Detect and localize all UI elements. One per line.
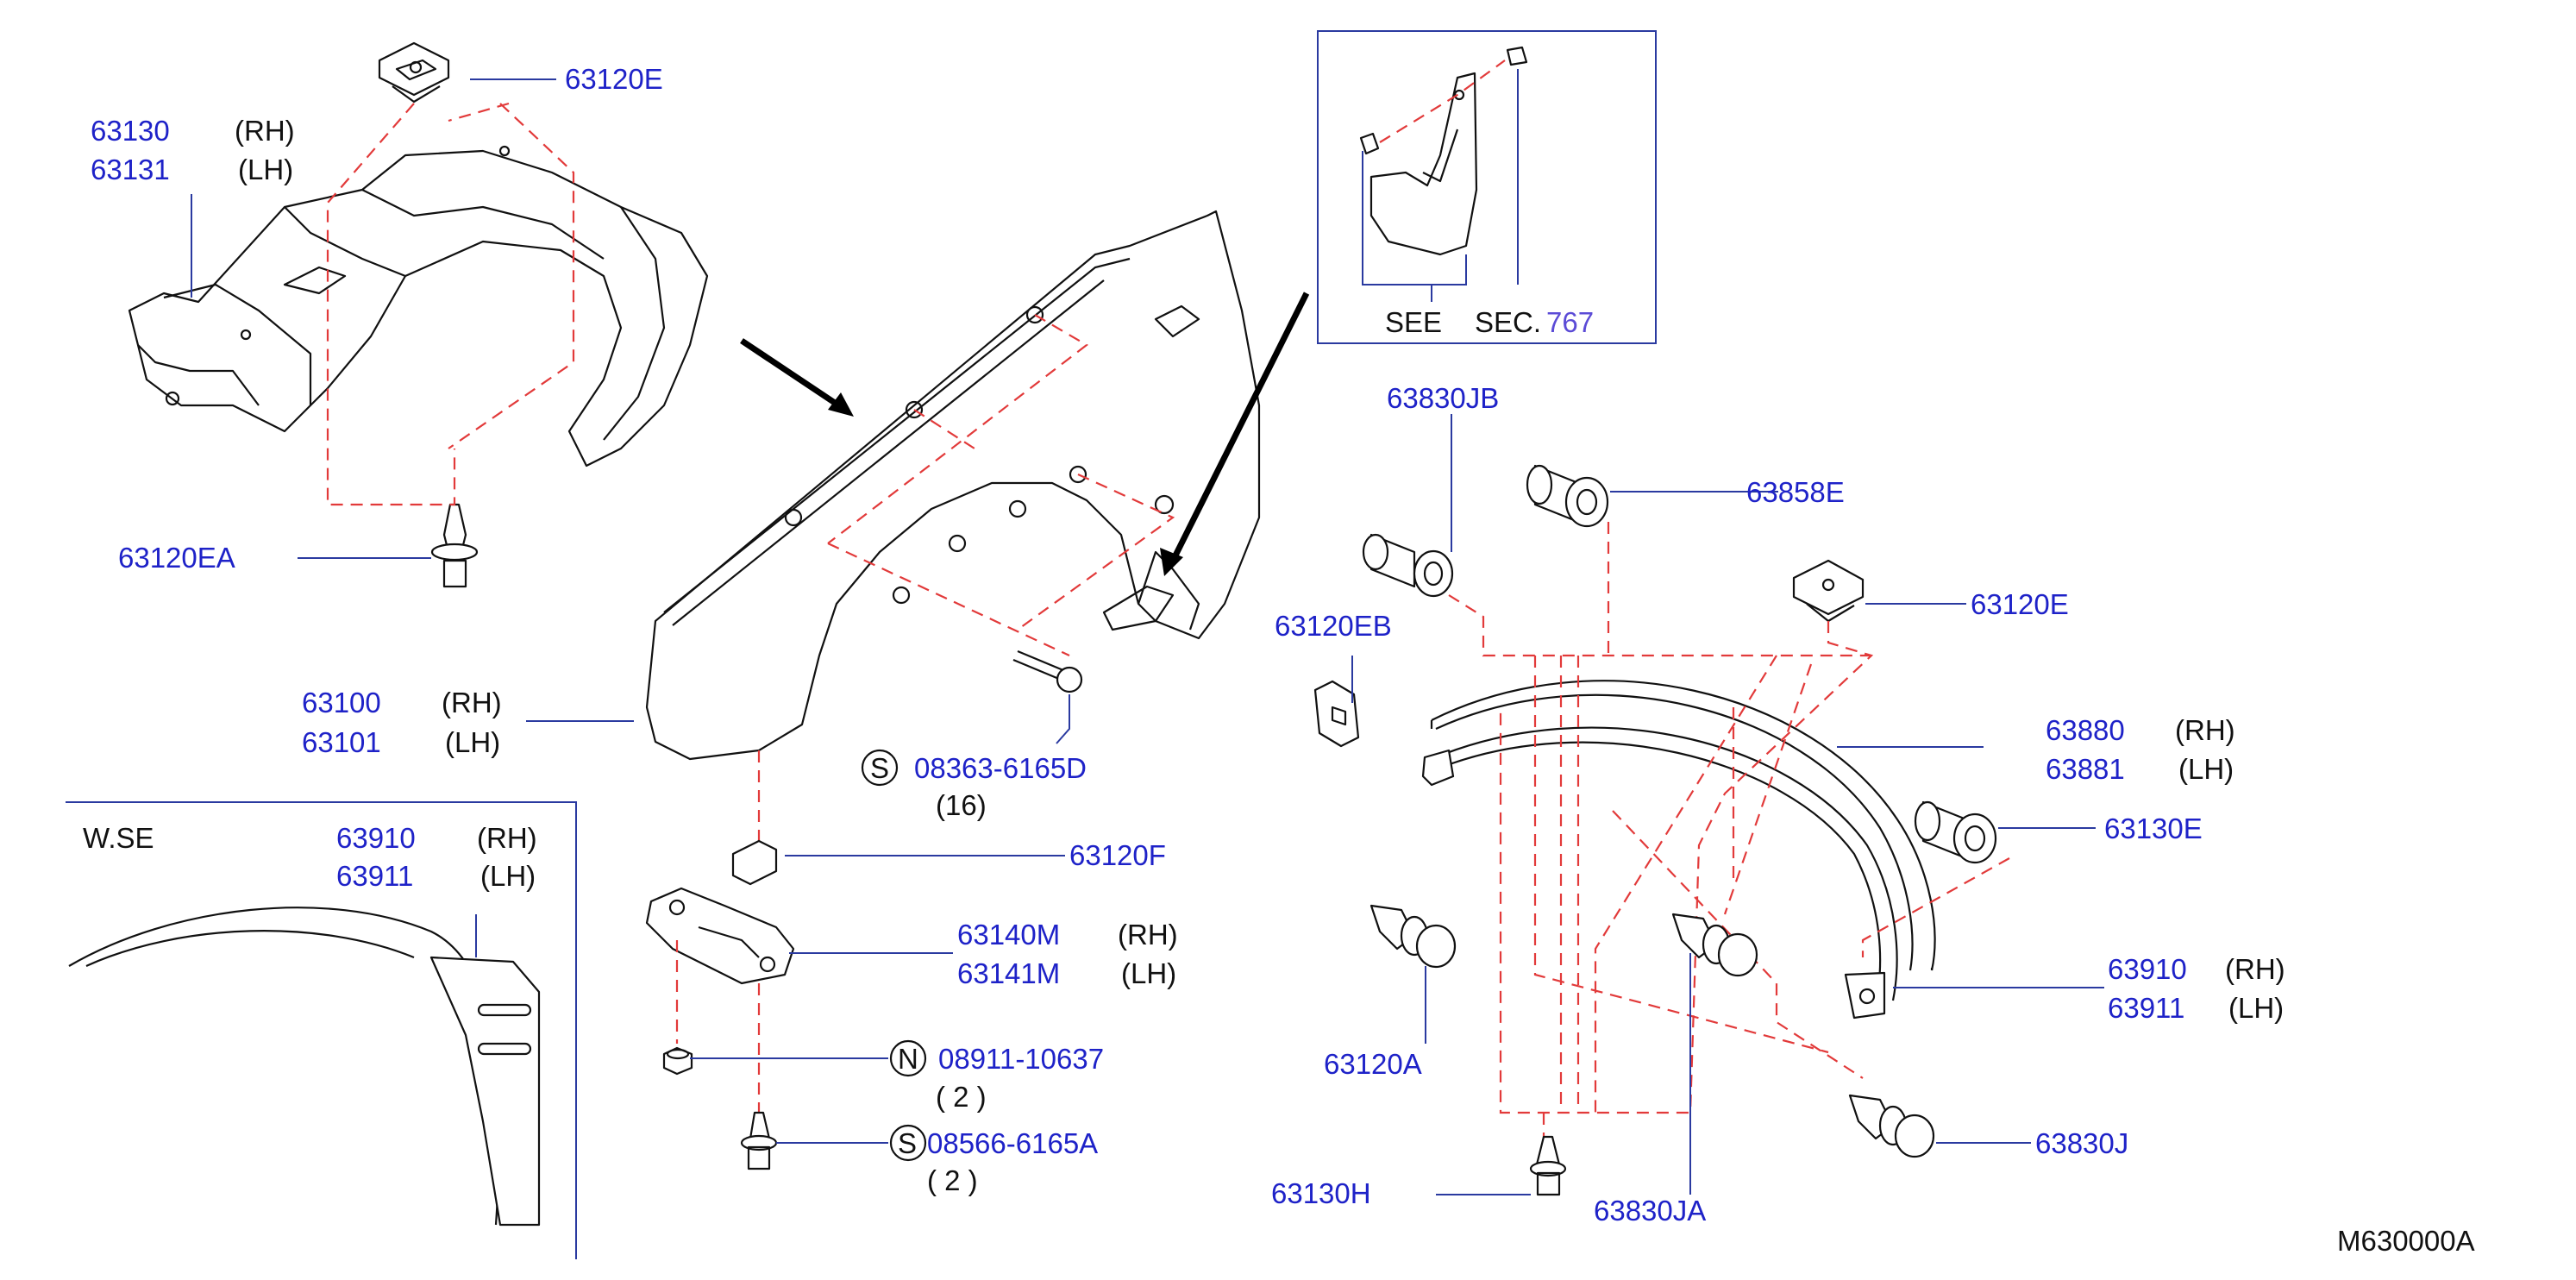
label-08911: 08911-10637 bbox=[938, 1043, 1104, 1075]
label-s-mark-1: S bbox=[870, 752, 889, 784]
label-63141M-side: (LH) bbox=[1121, 957, 1176, 989]
label-63101: 63101 bbox=[302, 726, 381, 758]
nut-08911-drawing bbox=[662, 1046, 693, 1076]
label-n-mark: N bbox=[898, 1043, 918, 1075]
grommet-63130E-drawing bbox=[1914, 800, 1997, 864]
label-63830J: 63830J bbox=[2035, 1127, 2128, 1159]
mudguard-drawing bbox=[1359, 46, 1528, 256]
label-63100: 63100 bbox=[302, 687, 381, 718]
label-63120F: 63120F bbox=[1069, 839, 1166, 871]
label-63120EB: 63120EB bbox=[1275, 610, 1392, 642]
label-08566: 08566-6165A bbox=[927, 1127, 1098, 1159]
pointer-arrow-right bbox=[1169, 292, 1310, 562]
label-inset-63910: 63910 bbox=[336, 822, 416, 854]
diagram-id: M630000A bbox=[2337, 1225, 2475, 1257]
label-63880: 63880 bbox=[2046, 714, 2125, 746]
label-63100-side: (RH) bbox=[442, 687, 502, 718]
screw-63130H-drawing bbox=[1529, 1135, 1567, 1196]
label-inset-63911-side: (LH) bbox=[480, 860, 536, 892]
label-08363: 08363-6165D bbox=[914, 752, 1087, 784]
clip-63120E-right-drawing bbox=[1792, 559, 1865, 623]
label-wse: W.SE bbox=[83, 822, 154, 854]
link-sec-767[interactable]: 767 bbox=[1546, 306, 1594, 338]
mudguard-inset-frame bbox=[1317, 30, 1657, 344]
clip-63120A-drawing bbox=[1369, 904, 1457, 969]
inset-wse-frame bbox=[66, 801, 577, 1259]
label-63120EA: 63120EA bbox=[118, 542, 235, 574]
inset-arch-drawing bbox=[68, 907, 541, 1227]
label-63880-side: (RH) bbox=[2175, 714, 2235, 746]
grommet-63830JB-drawing bbox=[1362, 533, 1454, 598]
label-63120E-right: 63120E bbox=[1971, 588, 2069, 620]
label-63120A: 63120A bbox=[1324, 1048, 1422, 1080]
clip-63830JA-drawing bbox=[1671, 913, 1758, 977]
s-circle-icon-1 bbox=[861, 749, 899, 787]
label-63131-side: (LH) bbox=[238, 154, 293, 185]
screw-08566-drawing bbox=[740, 1111, 778, 1170]
clip-63120E-top-drawing bbox=[378, 41, 450, 104]
label-63910-side: (RH) bbox=[2225, 953, 2285, 985]
label-inset-63911: 63911 bbox=[336, 860, 413, 892]
label-63130H: 63130H bbox=[1271, 1177, 1371, 1209]
label-08911-qty: ( 2 ) bbox=[936, 1081, 987, 1113]
clip-63120EA-drawing bbox=[430, 503, 479, 588]
label-sec: SEC. bbox=[1475, 306, 1541, 338]
label-63911-side: (LH) bbox=[2228, 992, 2284, 1024]
label-63910: 63910 bbox=[2108, 953, 2187, 985]
front-fender-drawing bbox=[645, 210, 1261, 761]
label-63140M: 63140M bbox=[957, 919, 1060, 951]
arch-moulding-drawing bbox=[1421, 680, 1936, 1020]
label-08566-qty: ( 2 ) bbox=[927, 1164, 978, 1196]
n-circle-icon bbox=[889, 1039, 927, 1077]
fender-liner-drawing bbox=[128, 145, 709, 467]
label-63130-side: (RH) bbox=[235, 115, 295, 147]
label-63881: 63881 bbox=[2046, 753, 2125, 785]
label-63140M-side: (RH) bbox=[1118, 919, 1178, 951]
label-inset-63910-side: (RH) bbox=[477, 822, 537, 854]
pointer-arrow-left bbox=[740, 338, 847, 412]
label-63131: 63131 bbox=[91, 154, 170, 185]
label-63120E-top: 63120E bbox=[565, 63, 663, 95]
label-08363-qty: (16) bbox=[936, 789, 987, 821]
clip-63830J-drawing bbox=[1848, 1094, 1935, 1158]
label-63130: 63130 bbox=[91, 115, 170, 147]
label-63101-side: (LH) bbox=[445, 726, 500, 758]
grommet-63858E-drawing bbox=[1526, 464, 1609, 528]
label-63830JA: 63830JA bbox=[1594, 1195, 1706, 1227]
bracket-63140M-drawing bbox=[645, 839, 795, 985]
label-63881-side: (LH) bbox=[2178, 753, 2234, 785]
label-63130E: 63130E bbox=[2104, 813, 2203, 844]
label-63858E: 63858E bbox=[1746, 476, 1845, 508]
label-63830JB: 63830JB bbox=[1387, 382, 1499, 414]
label-s-mark-2: S bbox=[898, 1127, 917, 1159]
label-see: SEE bbox=[1385, 306, 1442, 338]
label-63141M: 63141M bbox=[957, 957, 1060, 989]
s-circle-icon-2 bbox=[889, 1124, 927, 1162]
clip-63120EB-drawing bbox=[1313, 680, 1360, 748]
bolt-08363-drawing bbox=[1012, 649, 1083, 693]
label-63911: 63911 bbox=[2108, 992, 2184, 1024]
